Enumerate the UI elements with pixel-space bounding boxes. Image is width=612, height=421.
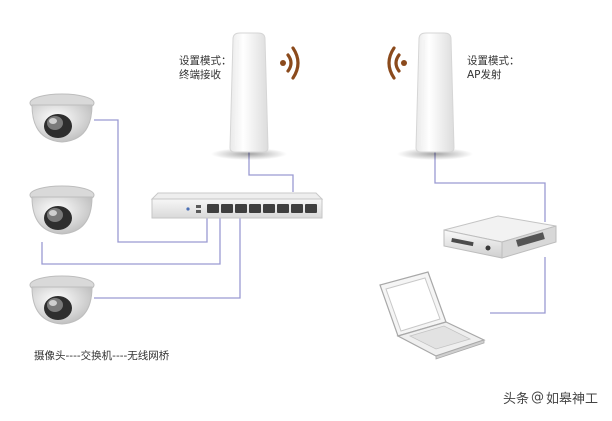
cable-ap-right-nvr: [434, 152, 546, 222]
network-switch: [150, 192, 324, 219]
wireless-ap-left: [211, 32, 287, 160]
watermark-prefix: 头条: [502, 392, 529, 407]
network-video-recorder: [443, 215, 557, 259]
watermark: 头条 @ 如皋神工: [503, 388, 598, 407]
cable-ap-left-switch: [248, 152, 294, 192]
mode-label-right: 设置模式： AP发射: [467, 54, 520, 82]
dome-camera-2: [29, 185, 95, 235]
watermark-name: 如皋神工: [545, 392, 598, 407]
wireless-ap-right: [397, 32, 473, 160]
dome-camera-1: [29, 93, 95, 143]
watermark-at-icon: @: [530, 390, 544, 405]
diagram-caption: 摄像头----交换机----无线网桥: [34, 350, 170, 362]
mode-label-left: 设置模式： 终端接收: [179, 54, 232, 82]
laptop: [379, 271, 486, 360]
switch-ports: [207, 204, 317, 213]
cable-camera1-switch: [94, 119, 208, 243]
cables: [41, 119, 546, 314]
wifi-signal-icon-right: [387, 46, 407, 80]
mode-title-left: 设置模式：: [179, 55, 232, 67]
wifi-signal-icon-left: [280, 46, 300, 80]
mode-value-left: 终端接收: [179, 69, 221, 81]
cable-camera2-switch: [41, 218, 221, 265]
mode-value-right: AP发射: [467, 69, 502, 81]
mode-title-right: 设置模式：: [467, 55, 520, 67]
cable-camera3-switch: [94, 218, 241, 299]
dome-camera-3: [29, 275, 95, 325]
cable-nvr-laptop: [490, 257, 546, 314]
